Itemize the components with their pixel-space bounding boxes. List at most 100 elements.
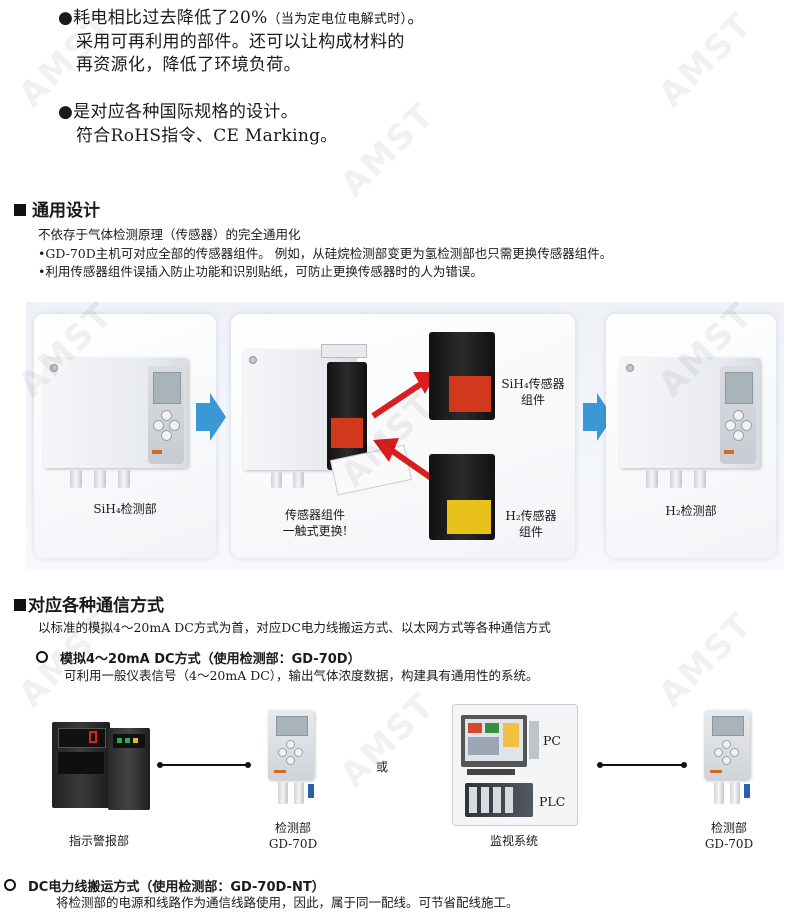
general-line-1: 不依存于气体检测原理（传感器）的完全通用化 [38,227,301,242]
intro-bullet-1-line2: 采用可再利用的部件。还可以让构成材料的 [76,32,405,52]
status-strip [724,450,734,454]
general-line-3: •利用传感器组件误插入防止功能和识别贴纸，可防止更换传感器时的人为错误。 [38,264,483,279]
panel-sih4-detector: SiH₄检测部 [34,314,216,558]
intro-bullet-1-line3: 再资源化，降低了环境负荷。 [76,55,301,75]
circle-bullet-icon [4,879,16,891]
panel-sensor-swap: SiH₄传感器 组件 H₂传感器 组件 传感器组件 一触式更换! [231,314,575,558]
detector-display [153,372,181,404]
cable-gland-icon [646,470,658,488]
status-strip [274,770,286,773]
screw-icon [249,356,257,364]
status-strip [152,450,162,454]
intro-bullet-1-note: （当为定电位电解式时） [267,12,408,27]
led-yellow-icon [133,738,138,743]
detector-display [725,372,753,404]
detector-2-caption: 检测部 GD-70D [686,820,772,852]
h2-sensor-caption-l1: H₂传感器 [505,509,557,523]
alarm-indicator-unit-2 [108,728,150,810]
open-lid [321,344,367,358]
intro-bullet-2-line2: 符合RoHS指令、CE Marking。 [76,126,338,146]
sensor-label [331,418,363,448]
button-right-icon [741,420,752,431]
cable-gland-icon [70,470,82,488]
connector-blue-icon [308,784,314,798]
plc-module [469,787,477,813]
button-down-icon [722,756,731,765]
cable-gland-icon [271,472,282,488]
detector-1-caption-l2: GD-70D [268,837,318,851]
status-strip [710,770,722,773]
cable-gland-icon [278,782,288,804]
h2-sensor-caption-l2: 组件 [518,525,543,539]
button-right-icon [169,420,180,431]
cable-gland-icon [670,470,682,488]
comm-intro: 以标准的模拟4～20mA DC方式为首，对应DC电力线搬运方式、以太网方式等各种… [38,620,551,635]
intro-bullet-1-text: ●耗电相比过去降低了20% [58,8,268,28]
detector-1-caption: 检测部 GD-70D [250,820,336,852]
watermark: AMST [332,684,444,796]
button-down-icon [733,430,744,441]
indicator-panel [58,752,104,774]
keyboard-icon [467,769,515,775]
button-up-icon [161,410,172,421]
monitoring-system-box: PC PLC [452,704,578,826]
alarm-indicator-unit-1 [52,722,110,808]
left-caption: SiH₄检测部 [93,502,157,516]
detector-2-caption-l2: GD-70D [704,837,754,851]
comm-sub2-desc: 将检测部的电源和线路作为通信线路使用，因此，属于同一配线。可节省配线施工。 [56,895,519,910]
cable-gland-icon [118,470,130,488]
sih4-sensor-caption-l2: 组件 [520,393,545,407]
button-left-icon [153,420,164,431]
pc-tower-icon [529,721,539,759]
plc-module [505,787,513,813]
detector-front-panel [148,366,184,464]
sih4-sensor-label [449,376,491,412]
led-green-icon [125,738,130,743]
detector-device [44,358,188,468]
inserted-sensor-module [327,362,367,470]
right-caption: H₂检测部 [665,504,717,518]
led-green-icon [117,738,122,743]
button-up-icon [733,410,744,421]
gd70d-detector-1 [268,710,314,780]
button-left-icon [278,748,287,757]
connector-blue-icon [744,784,750,798]
general-line-2: •GD-70D主机可对应全部的传感器组件。 例如，从硅烷检测部变更为氢检测部也只… [38,246,613,261]
digit-icon [89,731,97,743]
cable-gland-icon [294,782,304,804]
plc-module [493,787,501,813]
general-design-heading: 通用设计 [14,196,100,221]
button-right-icon [294,748,303,757]
comm-sub2-title-text: DC电力线搬运方式（使用检测部：GD-70D-NT） [28,880,325,895]
sih4-sensor-module [429,332,495,420]
link-line [600,764,684,766]
center-caption-l2: 一触式更换! [282,524,348,538]
pc-label: PC [543,733,561,748]
cable-gland-icon [714,782,724,804]
heading-square-icon [14,599,26,611]
button-down-icon [286,756,295,765]
cable-gland-icon [94,470,106,488]
button-right-icon [730,748,739,757]
h2-sensor-caption: H₂传感器 组件 [491,508,571,540]
watermark: AMST [650,604,762,716]
sih4-sensor-caption: SiH₄传感器 组件 [493,376,573,408]
screen-block [468,737,499,755]
pc-monitor-icon [461,715,527,767]
comm-heading: 对应各种通信方式 [14,591,164,616]
detector-display [712,716,744,736]
gd70d-detector-2 [704,710,750,780]
comm-heading-text: 对应各种通信方式 [28,596,164,616]
heading-square-icon [14,204,26,216]
detector-1-caption-l1: 检测部 [274,821,311,835]
monitor-caption: 监视系统 [489,834,538,848]
button-down-icon [161,430,172,441]
button-left-icon [725,420,736,431]
link-line [160,764,248,766]
watermark: AMST [650,4,762,116]
panel-h2-detector: H₂检测部 [606,314,776,558]
h2-sensor-module [429,454,495,540]
screw-icon [626,364,634,372]
or-text: 或 [375,760,388,774]
button-up-icon [286,740,295,749]
